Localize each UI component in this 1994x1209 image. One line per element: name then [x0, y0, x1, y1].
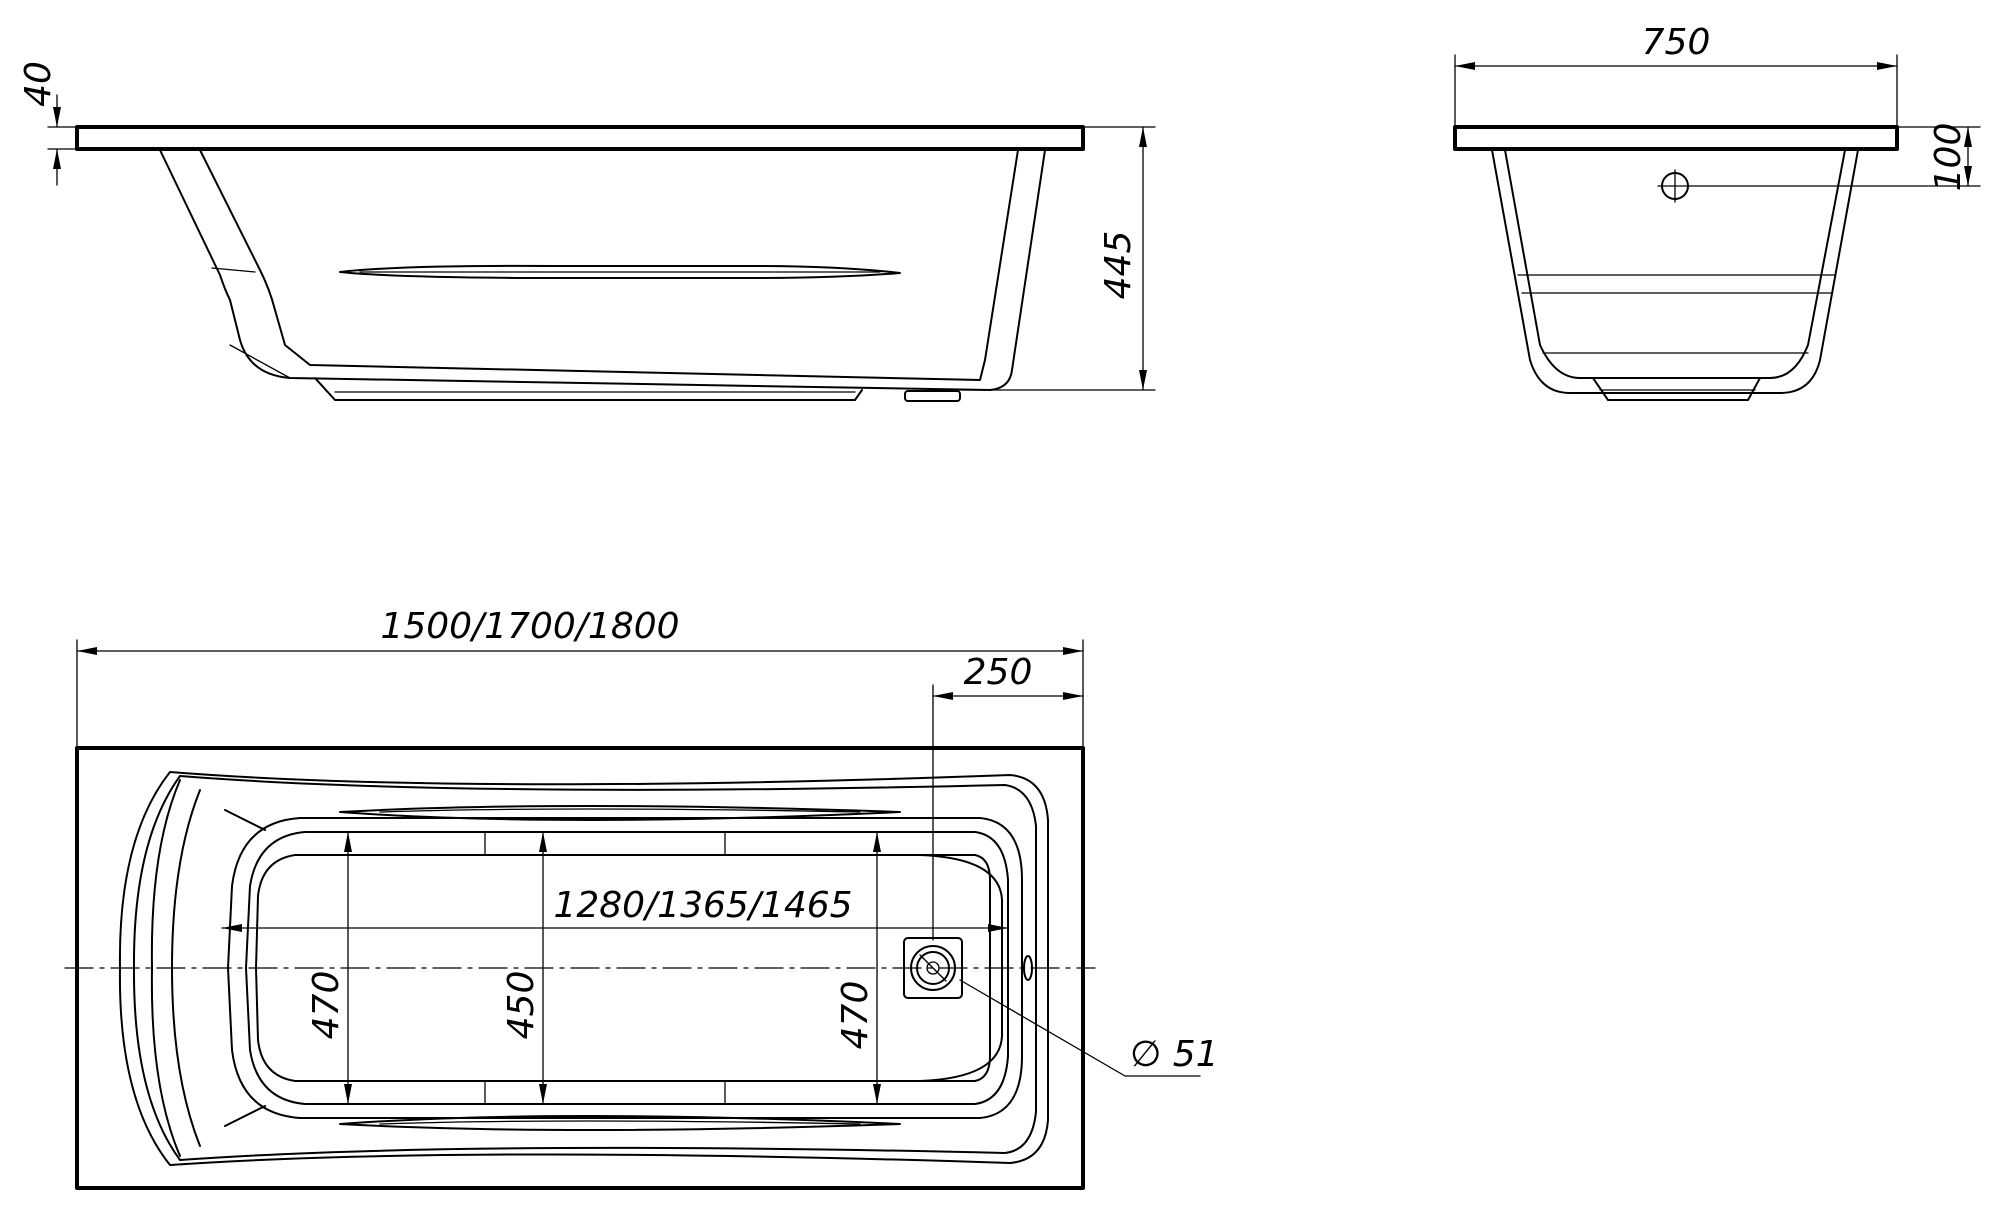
- plan-view-floor-inner: [255, 854, 991, 1082]
- dim-inner-width-head: 470: [306, 971, 347, 1040]
- side-view-shell: [159, 149, 1046, 391]
- dim-overflow-height: 100: [1928, 123, 1969, 192]
- side-view-drain: [904, 390, 961, 402]
- dim-drain-diameter: ∅ 51: [1130, 1034, 1219, 1075]
- dim-inner-width-middle: 450: [501, 971, 542, 1040]
- dim-length: 1500/1700/1800: [380, 606, 679, 647]
- plan-view-handle-top: [339, 805, 901, 821]
- end-view-base: [1592, 377, 1761, 401]
- dim-inner-width-foot: 470: [835, 981, 876, 1050]
- side-view-base: [314, 377, 863, 401]
- end-view-rim: [1453, 125, 1899, 151]
- dim-drain-offset: 250: [964, 652, 1033, 693]
- plan-view: 1500/1700/1800 250 1280/1365/1465 470 45…: [64, 606, 1219, 1190]
- side-view-headrest-line: [211, 267, 256, 273]
- side-view-handle: [339, 264, 901, 279]
- plan-view-bowl-rim: [132, 775, 1037, 1161]
- dim-inner-length: 1280/1365/1465: [553, 885, 852, 926]
- end-view-shell: [1491, 149, 1859, 394]
- dim-height: 445: [1098, 231, 1139, 300]
- plan-view-handle-bottom: [339, 1115, 901, 1131]
- end-view-shell-inner: [1504, 149, 1846, 379]
- plan-view-bowl-outer: [118, 771, 1049, 1166]
- end-view: 750 100: [1453, 22, 1981, 401]
- side-view-shell-inner: [199, 149, 1019, 381]
- side-view: 40 445: [18, 61, 1156, 402]
- side-view-rim: [75, 125, 1085, 151]
- dim-width: 750: [1642, 22, 1711, 63]
- dim-rim-thickness: 40: [18, 61, 59, 107]
- plan-view-floor-outer: [227, 817, 1023, 1119]
